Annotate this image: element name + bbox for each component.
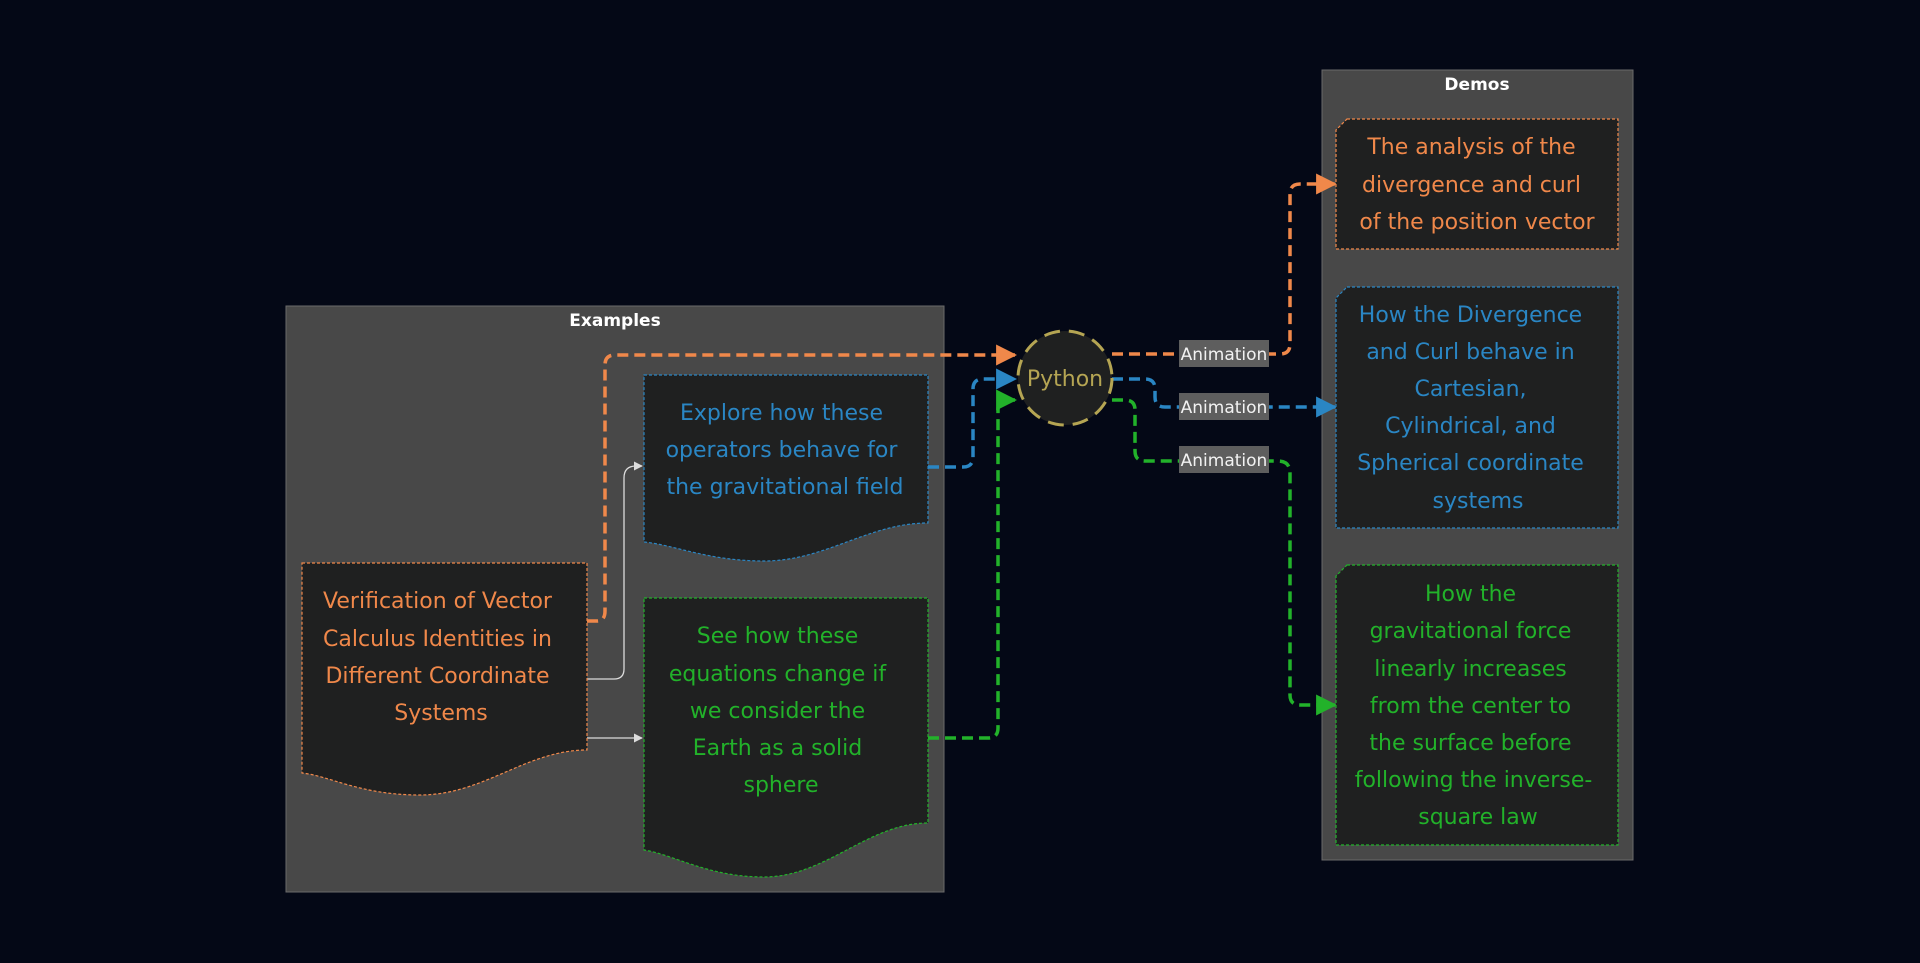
node-see-how[interactable]: See how these equations change if we con… <box>643 597 929 878</box>
node-demo-gravity-text: How the gravitational force linearly inc… <box>1355 582 1600 830</box>
node-demo-coords[interactable]: How the Divergence and Curl behave in Ca… <box>1335 286 1619 529</box>
node-see-how-shape <box>643 597 929 878</box>
node-verification[interactable]: Verification of Vector Calculus Identiti… <box>301 562 588 796</box>
node-explore-line-3: the gravitational field <box>666 475 903 500</box>
node-demo-position-text: The analysis of the divergence and curl … <box>1359 135 1595 235</box>
node-verification-shape <box>301 562 588 796</box>
node-demo-gravity-line-2: gravitational force <box>1370 619 1572 644</box>
edge-label-blue-bg <box>1179 393 1269 420</box>
node-demo-gravity-line-7: square law <box>1418 805 1538 830</box>
node-demo-coords-line-6: systems <box>1433 489 1524 514</box>
node-demo-gravity-line-4: from the center to <box>1370 694 1571 719</box>
node-demo-gravity[interactable]: How the gravitational force linearly inc… <box>1335 564 1619 846</box>
examples-group-title: Examples <box>569 311 660 331</box>
node-demo-coords-line-2: and Curl behave in <box>1366 340 1574 365</box>
node-see-how-text: See how these equations change if we con… <box>669 624 893 798</box>
node-see-how-line-5: sphere <box>743 773 818 798</box>
node-explore[interactable]: Explore how these operators behave for t… <box>643 374 929 562</box>
node-demo-position-line-2: divergence and curl <box>1362 173 1581 198</box>
node-explore-line-1: Explore how these <box>680 401 883 426</box>
node-demo-coords-line-3: Cartesian, <box>1414 377 1526 402</box>
node-verification-text: Verification of Vector Calculus Identiti… <box>323 589 559 726</box>
node-demo-position-shape <box>1335 118 1619 250</box>
edge-label-orange: Animation <box>1179 340 1269 367</box>
node-see-how-line-1: See how these <box>697 624 859 649</box>
node-demo-gravity-line-3: linearly increases <box>1374 657 1567 682</box>
node-demo-gravity-line-6: following the inverse- <box>1355 768 1593 793</box>
edge-label-blue-text: Animation <box>1181 398 1268 418</box>
edge-python-to-demo-coords <box>1112 377 1338 418</box>
node-verification-line-1: Verification of Vector <box>323 589 553 614</box>
edge-label-green-bg <box>1179 446 1269 473</box>
node-python[interactable]: Python <box>1016 329 1114 427</box>
node-demo-gravity-line-1: How the <box>1425 582 1516 607</box>
node-demo-position-line-3: of the position vector <box>1359 210 1595 235</box>
node-demo-position-line-1: The analysis of the <box>1366 135 1575 160</box>
edge-label-green: Animation <box>1179 446 1269 473</box>
node-verification-line-4: Systems <box>394 701 488 726</box>
node-demo-position[interactable]: The analysis of the divergence and curl … <box>1335 118 1619 250</box>
node-demo-gravity-line-5: the surface before <box>1369 731 1571 756</box>
edge-label-blue: Animation <box>1179 393 1269 420</box>
node-demo-coords-text: How the Divergence and Curl behave in Ca… <box>1357 303 1591 514</box>
node-explore-shape <box>643 374 929 562</box>
node-demo-gravity-shape <box>1335 564 1619 846</box>
node-demo-coords-line-1: How the Divergence <box>1359 303 1582 328</box>
edge-label-orange-bg <box>1179 340 1269 367</box>
node-python-label: Python <box>1027 367 1103 392</box>
node-see-how-line-3: we consider the <box>690 699 865 724</box>
node-demo-coords-line-4: Cylindrical, and <box>1385 414 1556 439</box>
edge-python-to-demo-position <box>1112 173 1338 356</box>
demos-group-title: Demos <box>1444 75 1509 95</box>
edge-label-orange-text: Animation <box>1181 345 1268 365</box>
edge-python-to-demo-gravity <box>1112 398 1338 716</box>
node-python-circle <box>1016 329 1114 427</box>
node-demo-coords-line-5: Spherical coordinate <box>1357 451 1584 476</box>
edge-verification-to-python <box>587 344 1018 623</box>
edge-explore-to-python <box>928 368 1018 469</box>
node-demo-coords-shape <box>1335 286 1619 529</box>
node-explore-text: Explore how these operators behave for t… <box>666 401 905 500</box>
edge-label-green-text: Animation <box>1181 451 1268 471</box>
node-explore-line-2: operators behave for <box>666 438 899 463</box>
node-see-how-line-2: equations change if <box>669 662 888 687</box>
node-verification-line-3: Different Coordinate <box>325 664 549 689</box>
edge-verification-to-explore <box>587 461 643 680</box>
node-verification-line-2: Calculus Identities in <box>323 627 552 652</box>
node-see-how-line-4: Earth as a solid <box>693 736 863 761</box>
